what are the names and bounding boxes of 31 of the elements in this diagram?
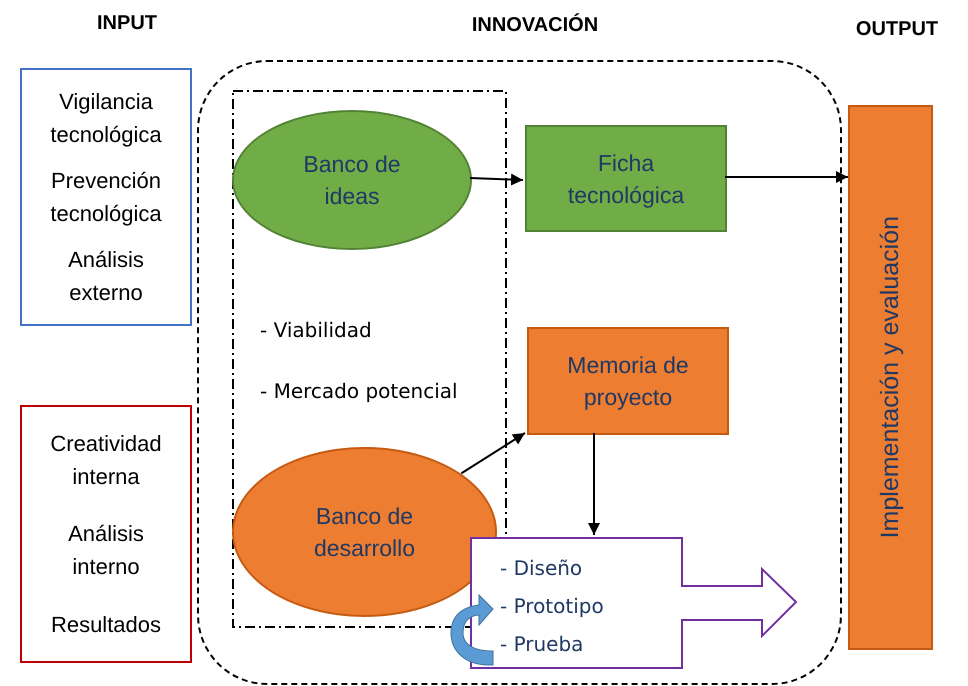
step-text: - Diseño <box>500 555 584 582</box>
dash-dot-frame <box>232 90 507 628</box>
column-heading: OUTPUT <box>856 18 938 40</box>
process-box <box>527 327 729 435</box>
node-label: Memoria de proyecto <box>566 351 690 412</box>
input-item: Resultados <box>50 610 162 639</box>
input-item: Análisis externo <box>67 246 145 308</box>
column-heading: INNOVACIÓN <box>472 14 598 36</box>
block-arrow <box>470 537 798 669</box>
dashed-region <box>197 60 842 685</box>
node-label: Ficha tecnológica <box>566 148 686 210</box>
node-label: Implementación y evaluación <box>874 216 905 539</box>
input-item: Prevención tecnológica <box>49 166 163 228</box>
step-text: - Prototipo <box>500 593 604 620</box>
input-item: Vigilancia tecnológica <box>49 88 163 149</box>
process-box <box>525 125 727 232</box>
arrow <box>588 433 600 535</box>
node-label: Banco de desarrollo <box>313 502 416 563</box>
arrow <box>725 171 848 183</box>
criteria-text: - Viabilidad <box>260 318 372 342</box>
input-item: Creatividad interna <box>49 430 163 492</box>
column-heading: INPUT <box>97 12 157 34</box>
input-item: Análisis interno <box>67 520 145 582</box>
arrow <box>470 174 524 186</box>
output-bar <box>848 105 933 650</box>
node-label: Banco de ideas <box>302 150 402 211</box>
input-box <box>20 405 192 663</box>
criteria-text: - Mercado potencial <box>260 379 458 403</box>
input-box <box>20 68 192 326</box>
arrow <box>460 432 526 474</box>
step-text: - Prueba <box>500 631 584 658</box>
